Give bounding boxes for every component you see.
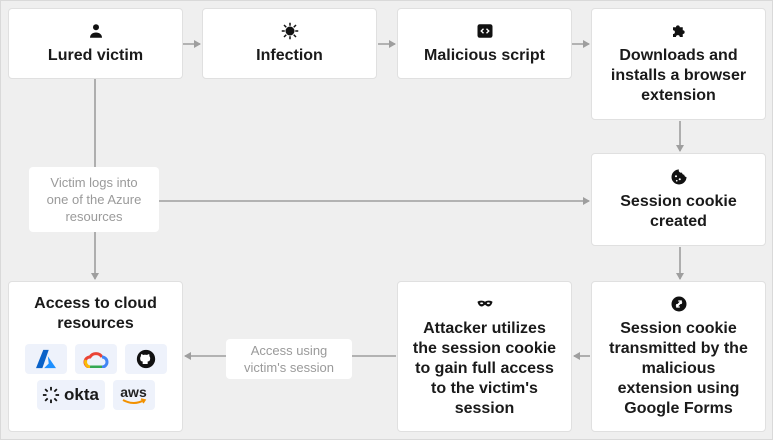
azure-logo xyxy=(24,344,67,374)
node-downloads-extension: Downloads and installs a browser extensi… xyxy=(591,8,766,120)
node-label: Session cookie transmitted by the malici… xyxy=(609,319,748,417)
transfer-icon xyxy=(671,296,686,311)
person-icon xyxy=(89,23,102,38)
node-cookie-transmitted: Session cookie transmitted by the malici… xyxy=(591,281,766,432)
node-label: Downloads and installs a browser extensi… xyxy=(610,47,747,104)
node-label: Session cookie created xyxy=(620,192,737,230)
github-logo xyxy=(124,344,167,374)
aws-logo: aws xyxy=(112,380,155,410)
node-label: Infection xyxy=(256,46,323,64)
node-label: Access to cloud resources xyxy=(34,295,157,332)
node-malicious-script: Malicious script xyxy=(397,8,572,79)
node-infection: Infection xyxy=(202,8,377,79)
google-cloud-logo xyxy=(74,344,117,374)
okta-wordmark: okta xyxy=(64,385,99,404)
note-access-using: Access using victim's session xyxy=(226,339,352,379)
node-label: Lured victim xyxy=(47,46,144,64)
mask-icon xyxy=(477,300,492,306)
code-icon xyxy=(477,23,492,38)
okta-sunburst-icon xyxy=(42,386,60,404)
cookie-icon xyxy=(671,169,686,184)
puzzle-icon xyxy=(672,25,685,37)
node-label: Attacker utilizes the session cookie to … xyxy=(412,319,557,417)
node-attacker-utilizes: Attacker utilizes the session cookie to … xyxy=(397,281,572,432)
cloud-logos-row1 xyxy=(24,344,167,374)
node-label: Malicious script xyxy=(424,46,545,64)
note-text: Victim logs into one of the Azure resour… xyxy=(46,175,142,224)
aws-wordmark: aws xyxy=(120,383,147,400)
virus-icon xyxy=(281,22,298,39)
aws-smile-icon xyxy=(122,397,146,404)
node-session-cookie-created: Session cookie created xyxy=(591,153,766,246)
note-victim-logs: Victim logs into one of the Azure resour… xyxy=(29,167,159,232)
cloud-logos-row2: okta aws xyxy=(36,380,155,410)
note-text: Access using victim's session xyxy=(244,343,334,375)
node-lured-victim: Lured victim xyxy=(8,8,183,79)
okta-logo: okta xyxy=(36,380,105,410)
node-access-cloud: Access to cloud resources xyxy=(8,281,183,432)
